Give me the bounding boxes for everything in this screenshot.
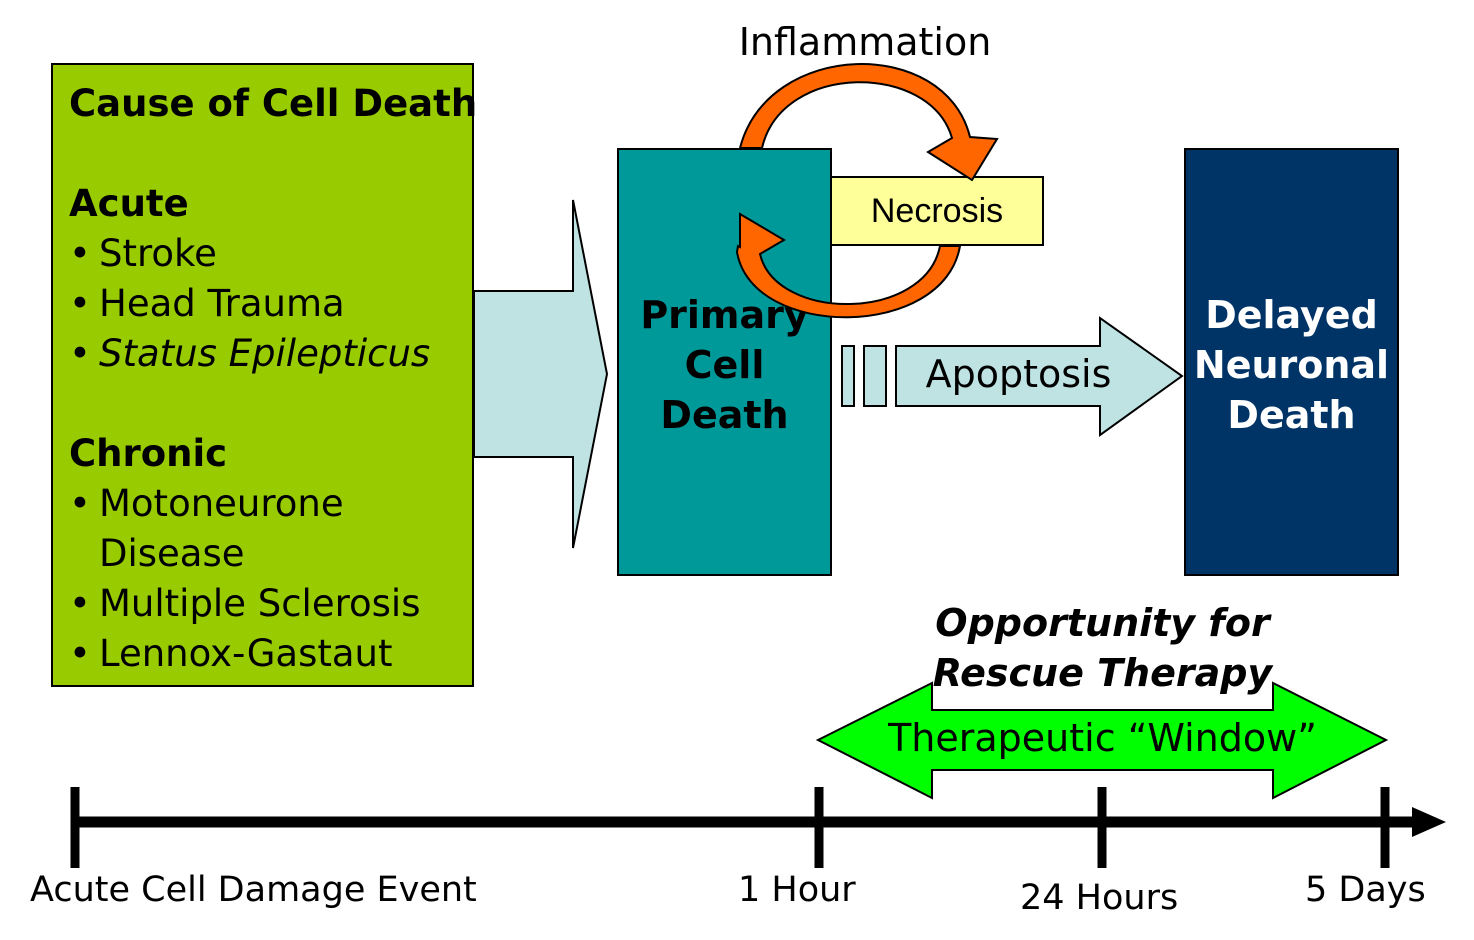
acute-item-stroke: Stroke bbox=[69, 229, 472, 279]
cause-title: Cause of Cell Death bbox=[69, 82, 478, 125]
rescue-therapy-label: Opportunity for Rescue Therapy bbox=[932, 601, 1273, 695]
cause-of-cell-death-box: Cause of Cell Death Acute Stroke Head Tr… bbox=[51, 63, 478, 687]
cause-to-primary-arrow bbox=[473, 199, 609, 549]
delayed-neuronal-death-box: Delayed Neuronal Death bbox=[1184, 148, 1399, 576]
inflammation-arrow-upper bbox=[738, 63, 999, 182]
apoptosis-arrow bbox=[895, 316, 1184, 437]
timeline-label-24-hours: 24 Hours bbox=[1020, 878, 1179, 918]
apoptosis-dash-2 bbox=[863, 345, 887, 407]
acute-item-head-trauma: Head Trauma bbox=[69, 279, 472, 329]
timeline-label-1-hour: 1 Hour bbox=[738, 870, 856, 910]
chronic-heading: Chronic bbox=[69, 432, 228, 475]
chronic-item-multiple-sclerosis: Multiple Sclerosis bbox=[69, 579, 472, 629]
chronic-item-lennox-gastaut: Lennox-Gastaut bbox=[69, 629, 472, 679]
chronic-list: Motoneurone Disease Multiple Sclerosis L… bbox=[69, 479, 472, 679]
delayed-neuronal-death-label: Delayed Neuronal Death bbox=[1193, 293, 1390, 437]
necrosis-box: Necrosis bbox=[830, 176, 1044, 246]
apoptosis-label: Apoptosis bbox=[925, 352, 1112, 396]
chronic-item-motoneurone-disease: Motoneurone Disease bbox=[69, 479, 439, 579]
acute-list: Stroke Head Trauma Status Epilepticus bbox=[69, 229, 472, 379]
timeline-label-event: Acute Cell Damage Event bbox=[30, 870, 477, 910]
timeline-arrowhead bbox=[1412, 807, 1446, 837]
inflammation-label: Inflammation bbox=[738, 20, 992, 64]
acute-item-status-epilepticus: Status Epilepticus bbox=[69, 329, 472, 379]
apoptosis-dash-1 bbox=[841, 345, 855, 407]
therapeutic-window-arrow bbox=[815, 681, 1389, 800]
therapeutic-window-label: Therapeutic “Window” bbox=[888, 716, 1317, 760]
inflammation-arrow-lower bbox=[735, 212, 962, 319]
timeline-label-5-days: 5 Days bbox=[1305, 870, 1426, 910]
necrosis-label: Necrosis bbox=[870, 191, 1004, 230]
acute-heading: Acute bbox=[69, 182, 189, 225]
